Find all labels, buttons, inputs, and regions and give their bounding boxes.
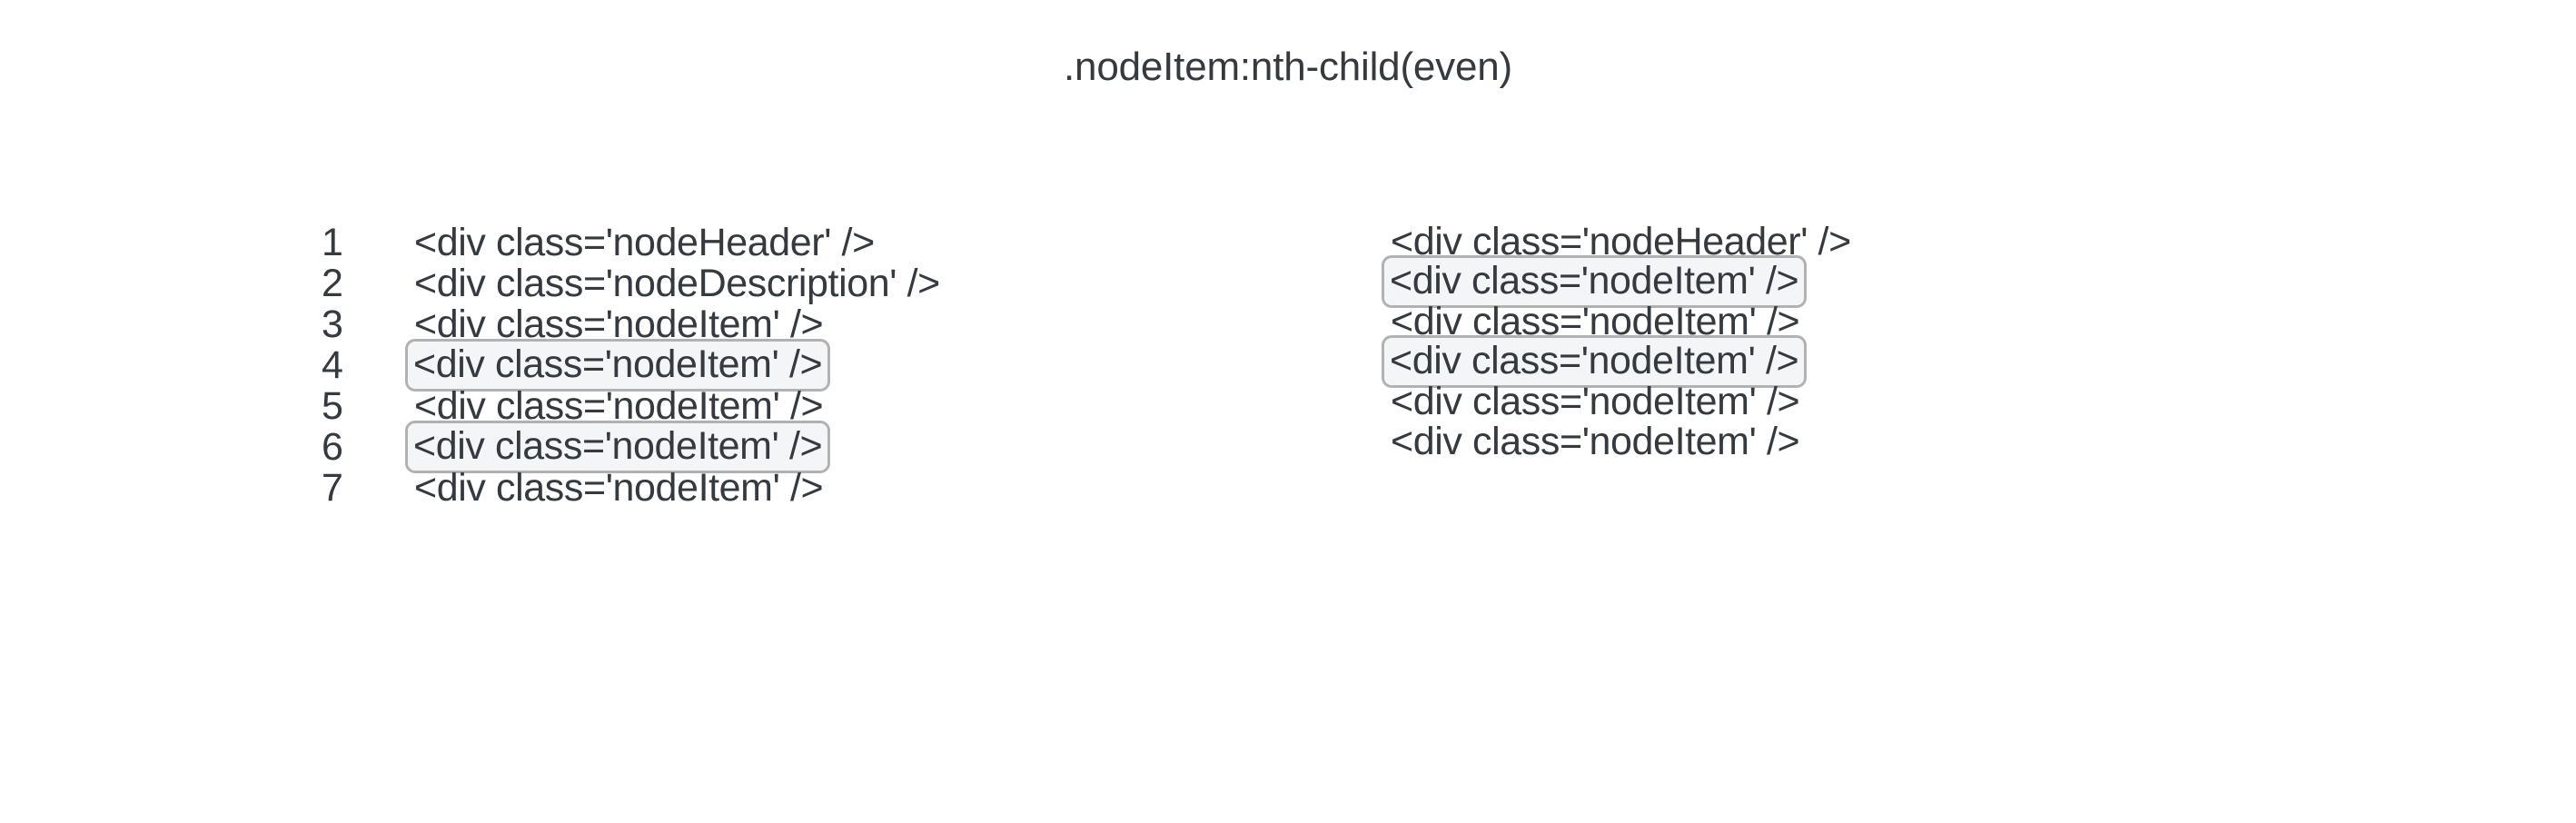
code-text: <div class='nodeItem' />: [1382, 335, 1808, 388]
code-line-matched: <div class='nodeItem' />: [1382, 255, 1855, 308]
code-line-matched: 4 <div class='nodeItem' />: [309, 338, 944, 392]
code-text: <div class='nodeHeader' />: [1391, 220, 1851, 263]
code-line: <div class='nodeItem' />: [1387, 421, 1855, 461]
line-number: 1: [322, 220, 343, 264]
line-number: 6: [322, 424, 343, 469]
code-text: <div class='nodeHeader' />: [414, 220, 875, 264]
code-line: <div class='nodeHeader' />: [1387, 222, 1855, 262]
code-line: 3 <div class='nodeItem' />: [309, 303, 944, 344]
code-text: <div class='nodeItem' />: [1391, 300, 1800, 343]
code-line: 2 <div class='nodeDescription' />: [309, 263, 944, 303]
line-number: 4: [322, 342, 343, 387]
code-line: 7 <div class='nodeItem' />: [309, 467, 944, 508]
code-text: <div class='nodeItem' />: [405, 338, 831, 392]
line-number: 7: [322, 465, 343, 510]
numbered-markup-listing: 1 <div class='nodeHeader' /> 2 <div class='…: [309, 222, 944, 508]
code-text: <div class='nodeItem' />: [1391, 380, 1800, 423]
code-text: <div class='nodeItem' />: [414, 302, 824, 346]
code-text: <div class='nodeItem' />: [1391, 420, 1800, 463]
code-text: <div class='nodeItem' />: [414, 465, 824, 510]
code-line: <div class='nodeItem' />: [1387, 302, 1855, 342]
page-title: .nodeItem:nth-child(even): [1064, 45, 1512, 89]
code-line: 1 <div class='nodeHeader' />: [309, 222, 944, 263]
line-number: 2: [322, 261, 343, 305]
unnumbered-markup-listing: <div class='nodeHeader' /><div class='no…: [1382, 222, 1855, 461]
code-text: <div class='nodeDescription' />: [414, 261, 940, 305]
line-number: 3: [322, 302, 343, 346]
code-line: <div class='nodeItem' />: [1387, 382, 1855, 421]
line-number: 5: [322, 383, 343, 428]
code-line-matched: 6 <div class='nodeItem' />: [309, 420, 944, 473]
code-text: <div class='nodeItem' />: [405, 420, 831, 473]
code-text: <div class='nodeItem' />: [1382, 255, 1808, 308]
code-line: 5 <div class='nodeItem' />: [309, 385, 944, 426]
code-line-matched: <div class='nodeItem' />: [1382, 335, 1855, 388]
code-text: <div class='nodeItem' />: [414, 383, 824, 428]
